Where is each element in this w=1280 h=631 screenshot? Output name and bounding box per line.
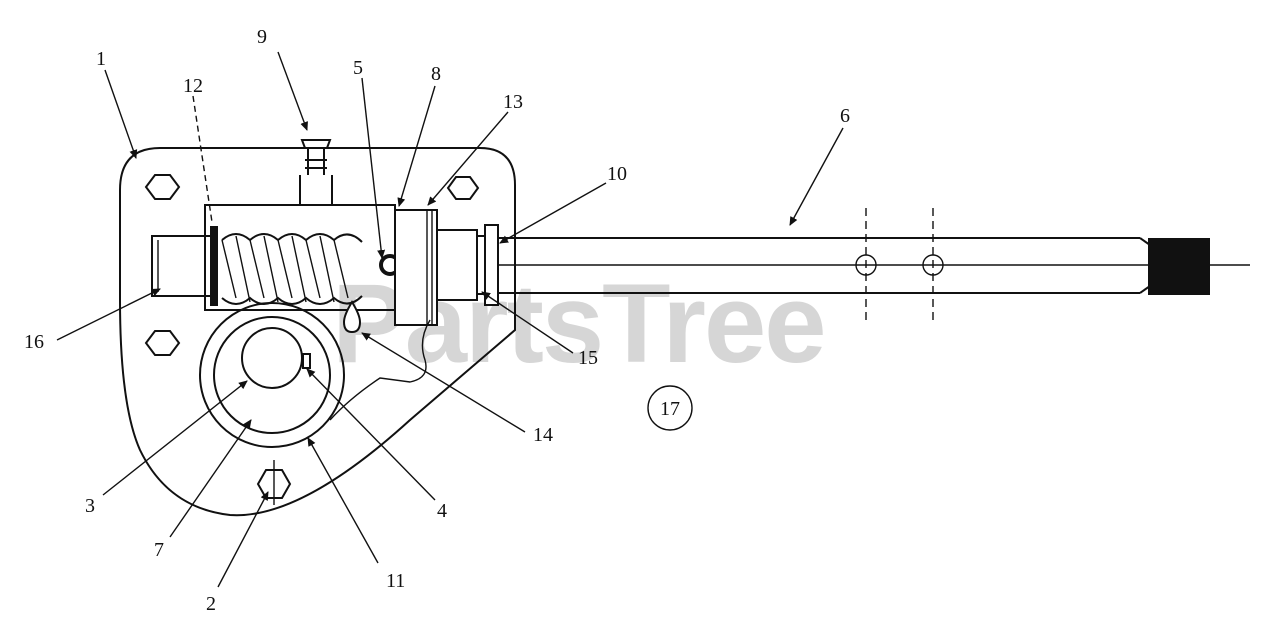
wire-clip <box>329 319 431 421</box>
leader-lines <box>56 51 844 588</box>
callout-4: 4 <box>437 500 447 522</box>
sector-gear-bore <box>241 327 303 389</box>
sector-gear-ring <box>213 316 331 434</box>
sector-gear-outer <box>199 302 345 448</box>
gear-key <box>302 353 311 369</box>
grease-fitting <box>299 139 333 205</box>
callout-1: 1 <box>96 48 106 70</box>
splined-end <box>1148 238 1210 295</box>
callout-2: 2 <box>206 593 216 615</box>
adjuster-plug <box>394 209 438 326</box>
bearing <box>436 229 478 301</box>
callout-6: 6 <box>840 105 850 127</box>
grease-drop <box>342 300 362 334</box>
callout-16: 16 <box>24 331 44 353</box>
bolt-hex-top-right <box>446 176 480 200</box>
callout-14: 14 <box>533 424 553 446</box>
worm-gear-threads <box>221 233 363 305</box>
callout-3: 3 <box>85 495 95 517</box>
kit-marker-circle <box>647 385 693 431</box>
snap-ring <box>210 226 218 306</box>
input-shaft-stub <box>151 235 213 297</box>
callout-10: 10 <box>607 163 627 185</box>
callout-13: 13 <box>503 91 523 113</box>
callout-7: 7 <box>154 539 164 561</box>
shaft-seal <box>484 224 499 306</box>
callout-8: 8 <box>431 63 441 85</box>
bolt-hex-bottom-left <box>144 330 181 356</box>
callout-11: 11 <box>386 570 405 592</box>
callout-9: 9 <box>257 26 267 48</box>
bolt-hex-top-left <box>144 174 181 200</box>
callout-5: 5 <box>353 57 363 79</box>
callout-12: 12 <box>183 75 203 97</box>
kit-marker-label: 17 <box>660 398 680 420</box>
callout-15: 15 <box>578 347 598 369</box>
